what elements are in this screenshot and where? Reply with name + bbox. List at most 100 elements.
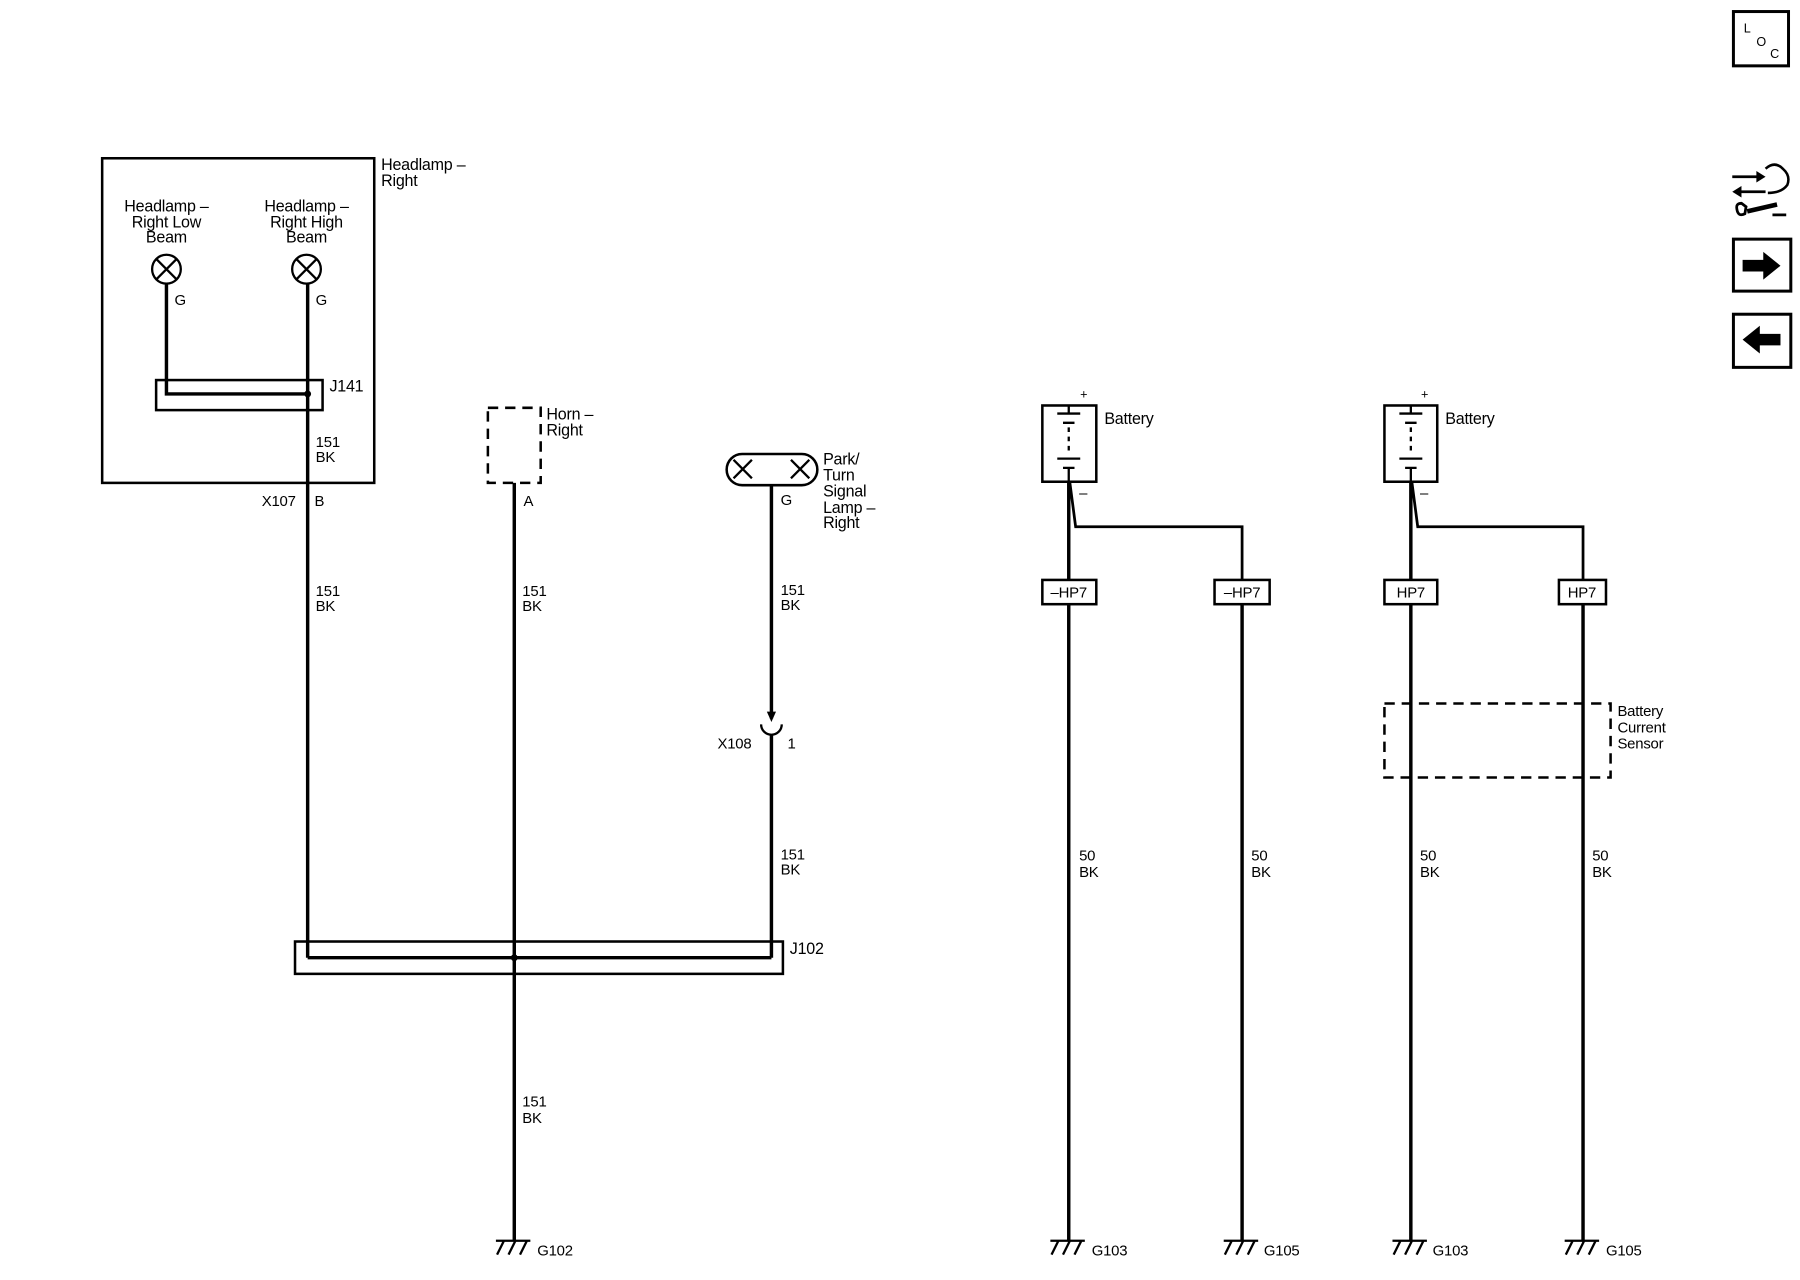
wire-low-beam-ground [164, 284, 308, 396]
splice-j102-label: J102 [790, 940, 824, 958]
high-beam-label: Headlamp – [264, 197, 349, 215]
horn-right-outline [486, 406, 542, 485]
park-lamp-label: Turn [823, 467, 855, 485]
wire-label-color: BK [1079, 864, 1099, 881]
ground-icon [495, 1239, 531, 1256]
inline-connector-icon [759, 711, 783, 736]
wire-label-color: BK [522, 598, 542, 615]
wire-battery1-branch [1068, 482, 1244, 580]
connector-x107: X107 B [262, 493, 325, 510]
park-lamp-label: Park/ [823, 450, 860, 468]
battery-positive-label: + [1080, 388, 1087, 402]
high-beam-pin: G [316, 292, 327, 309]
park-lamp-label: Lamp – [823, 499, 875, 517]
wire-label-circuit: 151 [781, 846, 805, 863]
horn-right-pin: A [523, 493, 533, 510]
terminal-label: –HP7 [1224, 584, 1260, 601]
connector-view-button[interactable] [1728, 159, 1794, 225]
connector-x107-pin: B [315, 493, 325, 510]
splice-j141: J141 [154, 284, 364, 412]
terminal-hp7: –HP7 [1213, 578, 1271, 606]
high-beam-label: Beam [286, 229, 327, 247]
next-button[interactable] [1731, 237, 1793, 293]
loc-letter: L [1744, 21, 1751, 35]
loc-letter: C [1770, 47, 1779, 61]
ground-icon [1050, 1239, 1085, 1256]
terminal-hp7: –HP7 [1041, 578, 1098, 606]
low-beam-bulb: Headlamp – Right Low Beam G [124, 197, 209, 309]
wire-label-color: BK [316, 598, 336, 615]
headlamp-right-label: Right [381, 172, 418, 190]
ground-g103: G103 [1050, 1239, 1128, 1260]
wire-label-color: BK [781, 861, 801, 878]
low-beam-label: Right Low [132, 214, 202, 232]
wire-battery2-branch [1410, 482, 1585, 580]
wire-label-circuit: 151 [522, 583, 546, 600]
battery-cell-icon [1057, 405, 1081, 482]
terminal-label: HP7 [1397, 584, 1425, 601]
horn-right-label: Horn – [546, 405, 593, 423]
arrow-left-icon [1742, 325, 1781, 354]
previous-button[interactable] [1731, 312, 1793, 369]
dual-filament-bulb-icon [732, 458, 811, 480]
loc-letter: O [1756, 35, 1766, 49]
lamp-bulb-icon [150, 253, 182, 285]
battery-label: Battery [1445, 410, 1495, 428]
wire-label-circuit: 151 [316, 434, 340, 451]
loc-button[interactable]: L O C [1731, 10, 1791, 68]
terminal-hp7: HP7 [1557, 578, 1608, 606]
headlamp-right-outline [100, 156, 376, 485]
low-beam-pin: G [174, 292, 185, 309]
wire-label-color: BK [316, 449, 336, 466]
battery-current-sensor-label: Sensor [1617, 736, 1663, 753]
ground-label: G103 [1433, 1243, 1469, 1260]
wire-label-circuit: 50 [1420, 848, 1436, 865]
ground-g105: G105 [1564, 1239, 1642, 1260]
ground-icon [1223, 1239, 1259, 1256]
terminal-label: HP7 [1568, 584, 1596, 601]
ground-label: G102 [537, 1243, 573, 1260]
battery-current-sensor-label: Battery [1617, 703, 1663, 720]
wire-label-color: BK [522, 1110, 542, 1127]
splice-junction-dot [510, 954, 518, 962]
ground-label: G103 [1092, 1243, 1128, 1260]
battery-current-sensor-outline [1383, 702, 1612, 779]
ground-g105: G105 [1223, 1239, 1300, 1260]
battery-current-sensor-label: Current [1617, 719, 1666, 736]
ground-g102: G102 [495, 1239, 573, 1260]
wire-label-color: BK [1420, 864, 1440, 881]
wire-label-circuit: 50 [1592, 848, 1608, 865]
wire-label-circuit: 50 [1251, 848, 1267, 865]
connector-x108-name: X108 [717, 736, 751, 753]
low-beam-label: Headlamp – [124, 197, 209, 215]
terminal-hp7: HP7 [1383, 578, 1439, 606]
connector-x108-pin: 1 [788, 736, 796, 753]
wire-label-circuit: 151 [522, 1094, 546, 1111]
high-beam-bulb: Headlamp – Right High Beam G [264, 197, 349, 309]
terminal-label: –HP7 [1051, 584, 1087, 601]
connector-wrench-icon [1732, 163, 1790, 217]
park-lamp-label: Signal [823, 483, 866, 501]
ground-label: G105 [1264, 1243, 1300, 1260]
park-turn-signal-lamp-right: Park/ Turn Signal Lamp – Right G [725, 450, 876, 532]
wire-label-color: BK [1251, 864, 1271, 881]
horn-right-label: Right [546, 421, 583, 439]
battery-1: + Battery – [1041, 388, 1155, 502]
lamp-bulb-icon [291, 253, 323, 285]
splice-j102: J102 [293, 940, 824, 976]
wire-label-circuit: 151 [781, 582, 805, 599]
battery-label: Battery [1104, 410, 1154, 428]
battery-current-sensor: Battery Current Sensor [1383, 702, 1667, 779]
ground-g103: G103 [1392, 1239, 1469, 1260]
battery-negative-label: – [1079, 485, 1088, 502]
battery-cell-icon [1399, 405, 1423, 482]
connector-x107-name: X107 [262, 493, 296, 510]
headlamp-right-assembly: Headlamp – Right Headlamp – Right Low Be… [100, 156, 466, 485]
park-lamp-pin: G [781, 492, 792, 509]
ground-icon [1392, 1239, 1427, 1256]
headlamp-right-label: Headlamp – [381, 156, 466, 174]
battery-negative-label: – [1420, 485, 1429, 502]
ground-label: G105 [1606, 1243, 1642, 1260]
high-beam-label: Right High [270, 214, 343, 232]
